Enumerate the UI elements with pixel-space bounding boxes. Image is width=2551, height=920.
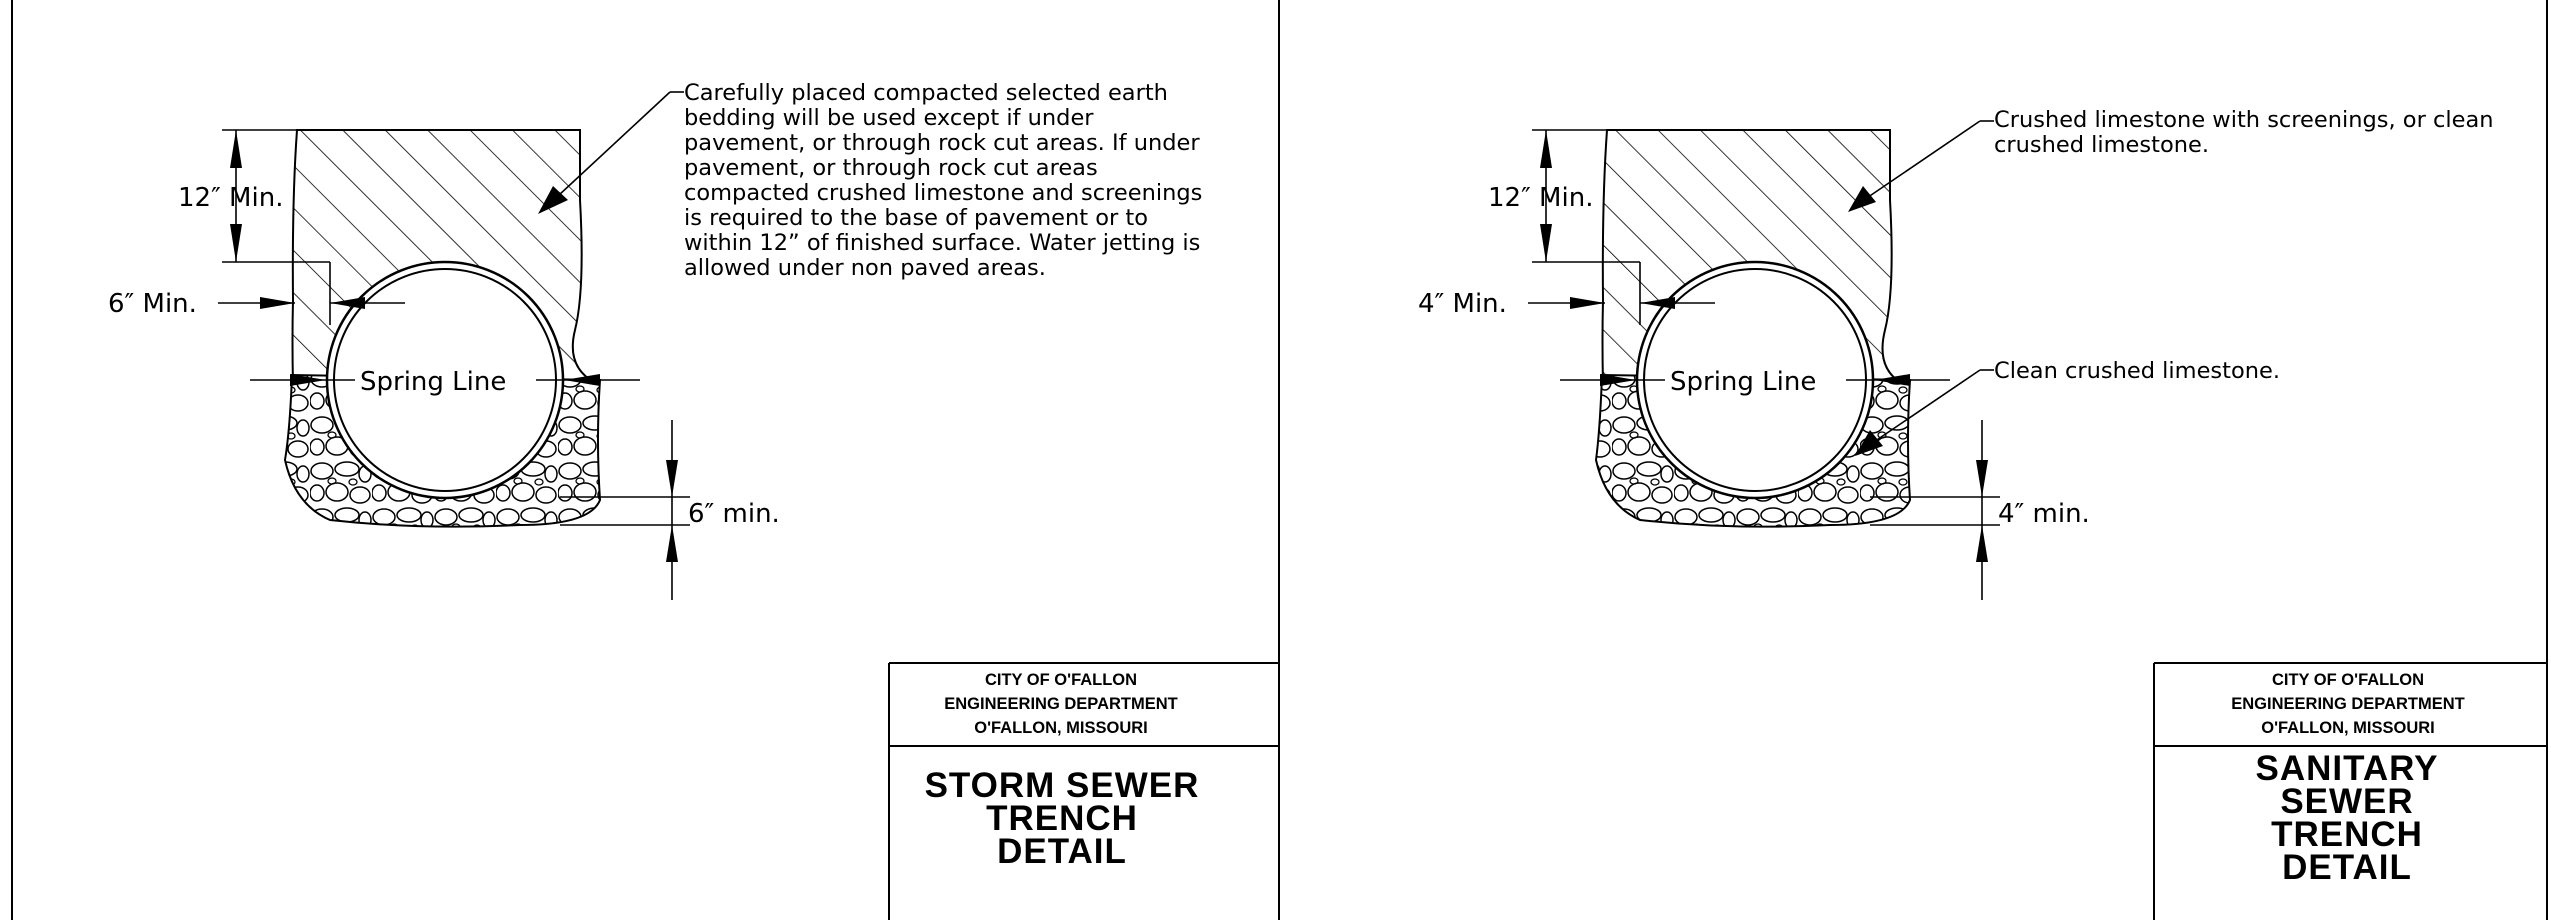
svg-text:within 12” of finished surface: within 12” of finished surface. Water je… <box>684 230 1200 256</box>
storm-dim-side: 6″ Min. <box>108 289 197 319</box>
svg-text:compacted crushed limestone an: compacted crushed limestone and screenin… <box>684 180 1202 206</box>
svg-text:CITY OF O'FALLON: CITY OF O'FALLON <box>985 671 1137 689</box>
storm-spring-line-label: Spring Line <box>360 367 506 397</box>
storm-dim-bedding: 6″ min. <box>688 499 780 529</box>
svg-text:SEWER: SEWER <box>2280 782 2413 821</box>
sanitary-title: SANITARY <box>2256 749 2439 788</box>
svg-text:Crushed limestone with screeni: Crushed limestone with screenings, or cl… <box>1994 107 2494 133</box>
svg-text:O'FALLON, MISSOURI: O'FALLON, MISSOURI <box>974 719 1148 737</box>
sanitary-spring-line-label: Spring Line <box>1670 367 1816 397</box>
svg-text:CITY OF O'FALLON: CITY OF O'FALLON <box>2272 671 2424 689</box>
storm-sewer-detail: 12″ Min. 6″ Min. Spring Line 6″ min. Car… <box>108 80 1279 920</box>
svg-text:bedding will be used except if: bedding will be used except if under <box>684 105 1094 131</box>
svg-text:TRENCH: TRENCH <box>986 799 1138 838</box>
sanitary-title-block: CITY OF O'FALLON ENGINEERING DEPARTMENT … <box>2153 662 2547 920</box>
sanitary-sewer-detail: 12″ Min. 4″ Min. Spring Line 4″ min. Cru… <box>1418 107 2547 920</box>
svg-text:pavement, or through rock cut: pavement, or through rock cut areas. If … <box>684 130 1200 156</box>
sanitary-dim-bedding: 4″ min. <box>1998 499 2090 529</box>
svg-text:DETAIL: DETAIL <box>2282 848 2412 887</box>
svg-text:DETAIL: DETAIL <box>997 832 1127 871</box>
storm-dim-cover: 12″ Min. <box>178 183 283 213</box>
sanitary-dim-cover: 12″ Min. <box>1488 183 1593 213</box>
sanitary-dim-side: 4″ Min. <box>1418 289 1507 319</box>
storm-bedding-note: Carefully placed compacted selected eart… <box>684 80 1202 281</box>
storm-title-block: CITY OF O'FALLON ENGINEERING DEPARTMENT … <box>888 662 1279 920</box>
svg-text:is required to the base of pav: is required to the base of pavement or t… <box>684 205 1148 231</box>
storm-title: STORM SEWER <box>925 766 1200 805</box>
svg-text:allowed under non paved areas.: allowed under non paved areas. <box>684 255 1046 281</box>
svg-text:ENGINEERING DEPARTMENT: ENGINEERING DEPARTMENT <box>944 695 1177 713</box>
svg-text:pavement, or through rock cut: pavement, or through rock cut areas <box>684 155 1098 181</box>
svg-text:TRENCH: TRENCH <box>2271 815 2423 854</box>
svg-text:Carefully placed compacted sel: Carefully placed compacted selected eart… <box>684 80 1168 106</box>
svg-text:crushed limestone.: crushed limestone. <box>1994 132 2209 158</box>
svg-text:O'FALLON, MISSOURI: O'FALLON, MISSOURI <box>2261 719 2435 737</box>
sanitary-backfill-note: Crushed limestone with screenings, or cl… <box>1994 107 2494 158</box>
svg-text:ENGINEERING DEPARTMENT: ENGINEERING DEPARTMENT <box>2231 695 2464 713</box>
sanitary-bedding-note: Clean crushed limestone. <box>1994 358 2280 384</box>
